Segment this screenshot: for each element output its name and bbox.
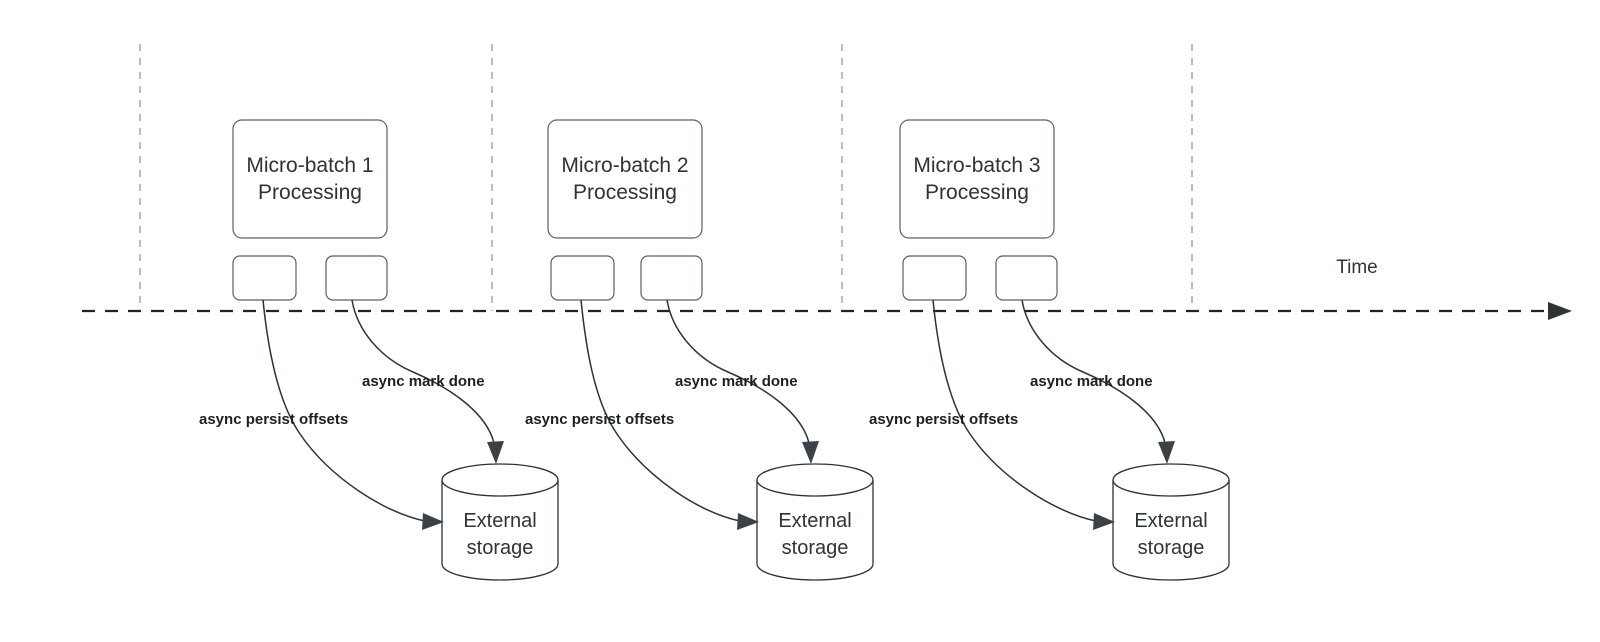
- storage-cylinder-body-1: [441, 480, 559, 581]
- micro-batch-2-label-line2: Processing: [573, 181, 677, 204]
- boundary-guides: [139, 44, 1193, 311]
- micro-batch-3-persist-offsets-task[interactable]: [902, 255, 967, 301]
- storage-cylinder-top-1: [441, 463, 559, 497]
- micro-batch-1-persist-offsets-arrowhead: [422, 513, 444, 530]
- storage-cylinder-body-3: [1112, 480, 1230, 581]
- micro-batch-2-persist-offsets-arrowhead: [737, 513, 759, 530]
- timeline-arrow-icon: [1548, 302, 1572, 320]
- storage-label-2-line2: storage: [782, 537, 849, 559]
- micro-batch-3-persist-offsets-arrowhead: [1093, 513, 1115, 530]
- micro-batch-2-box[interactable]: [547, 119, 703, 239]
- micro-batch-1-persist-offsets-label: async persist offsets: [199, 411, 348, 428]
- storage-label-3-line2: storage: [1138, 537, 1205, 559]
- time-axis-label: Time: [1336, 257, 1378, 278]
- storage-cylinder-top-2: [756, 463, 874, 497]
- micro-batch-1-persist-offsets-task[interactable]: [232, 255, 297, 301]
- time-axis: Time: [82, 257, 1572, 320]
- micro-batch-1-persist-offsets-curve: [262, 299, 426, 522]
- micro-batch-1-external-storage[interactable]: External storage: [441, 463, 559, 581]
- micro-batch-2-mark-done-label: async mark done: [675, 373, 798, 390]
- micro-batch-1-label-line2: Processing: [258, 181, 362, 204]
- storage-cylinder-body-2: [756, 480, 874, 581]
- micro-batch-1-mark-done-curve: [351, 299, 495, 444]
- micro-batch-3-mark-done-curve: [1021, 299, 1166, 444]
- micro-batch-2-label-line1: Micro-batch 2: [561, 154, 688, 177]
- micro-batch-1-box[interactable]: [232, 119, 388, 239]
- micro-batch-3-box[interactable]: [899, 119, 1055, 239]
- storage-label-2-line1: External: [778, 510, 851, 532]
- micro-batch-1-mark-done-label: async mark done: [362, 373, 485, 390]
- micro-batch-3-label-line2: Processing: [925, 181, 1029, 204]
- micro-batch-2-mark-done-arrowhead: [802, 441, 819, 464]
- micro-batch-2-group: Micro-batch 2 Processing External storag…: [525, 119, 874, 581]
- micro-batch-3-external-storage[interactable]: External storage: [1112, 463, 1230, 581]
- micro-batch-3-group: Micro-batch 3 Processing External storag…: [869, 119, 1230, 581]
- micro-batch-2-mark-done-task[interactable]: [640, 255, 703, 301]
- micro-batch-3-mark-done-label: async mark done: [1030, 373, 1153, 390]
- micro-batch-1-label-line1: Micro-batch 1: [246, 154, 373, 177]
- micro-batch-2-mark-done-curve: [666, 299, 810, 444]
- storage-cylinder-top-3: [1112, 463, 1230, 497]
- storage-label-1-line2: storage: [467, 537, 534, 559]
- storage-label-1-line1: External: [463, 510, 536, 532]
- micro-batch-2-persist-offsets-task[interactable]: [550, 255, 615, 301]
- micro-batch-2-persist-offsets-label: async persist offsets: [525, 411, 674, 428]
- micro-batch-3-mark-done-arrowhead: [1158, 441, 1175, 464]
- micro-batch-2-external-storage[interactable]: External storage: [756, 463, 874, 581]
- micro-batch-1-mark-done-arrowhead: [487, 441, 504, 464]
- micro-batch-1-mark-done-task[interactable]: [325, 255, 388, 301]
- micro-batch-2-persist-offsets-curve: [580, 299, 741, 522]
- micro-batch-1-group: Micro-batch 1 Processing External storag…: [199, 119, 559, 581]
- micro-batch-3-label-line1: Micro-batch 3: [913, 154, 1040, 177]
- micro-batch-3-mark-done-task[interactable]: [995, 255, 1058, 301]
- micro-batch-3-persist-offsets-label: async persist offsets: [869, 411, 1018, 428]
- storage-label-3-line1: External: [1134, 510, 1207, 532]
- micro-batch-3-persist-offsets-curve: [932, 299, 1097, 522]
